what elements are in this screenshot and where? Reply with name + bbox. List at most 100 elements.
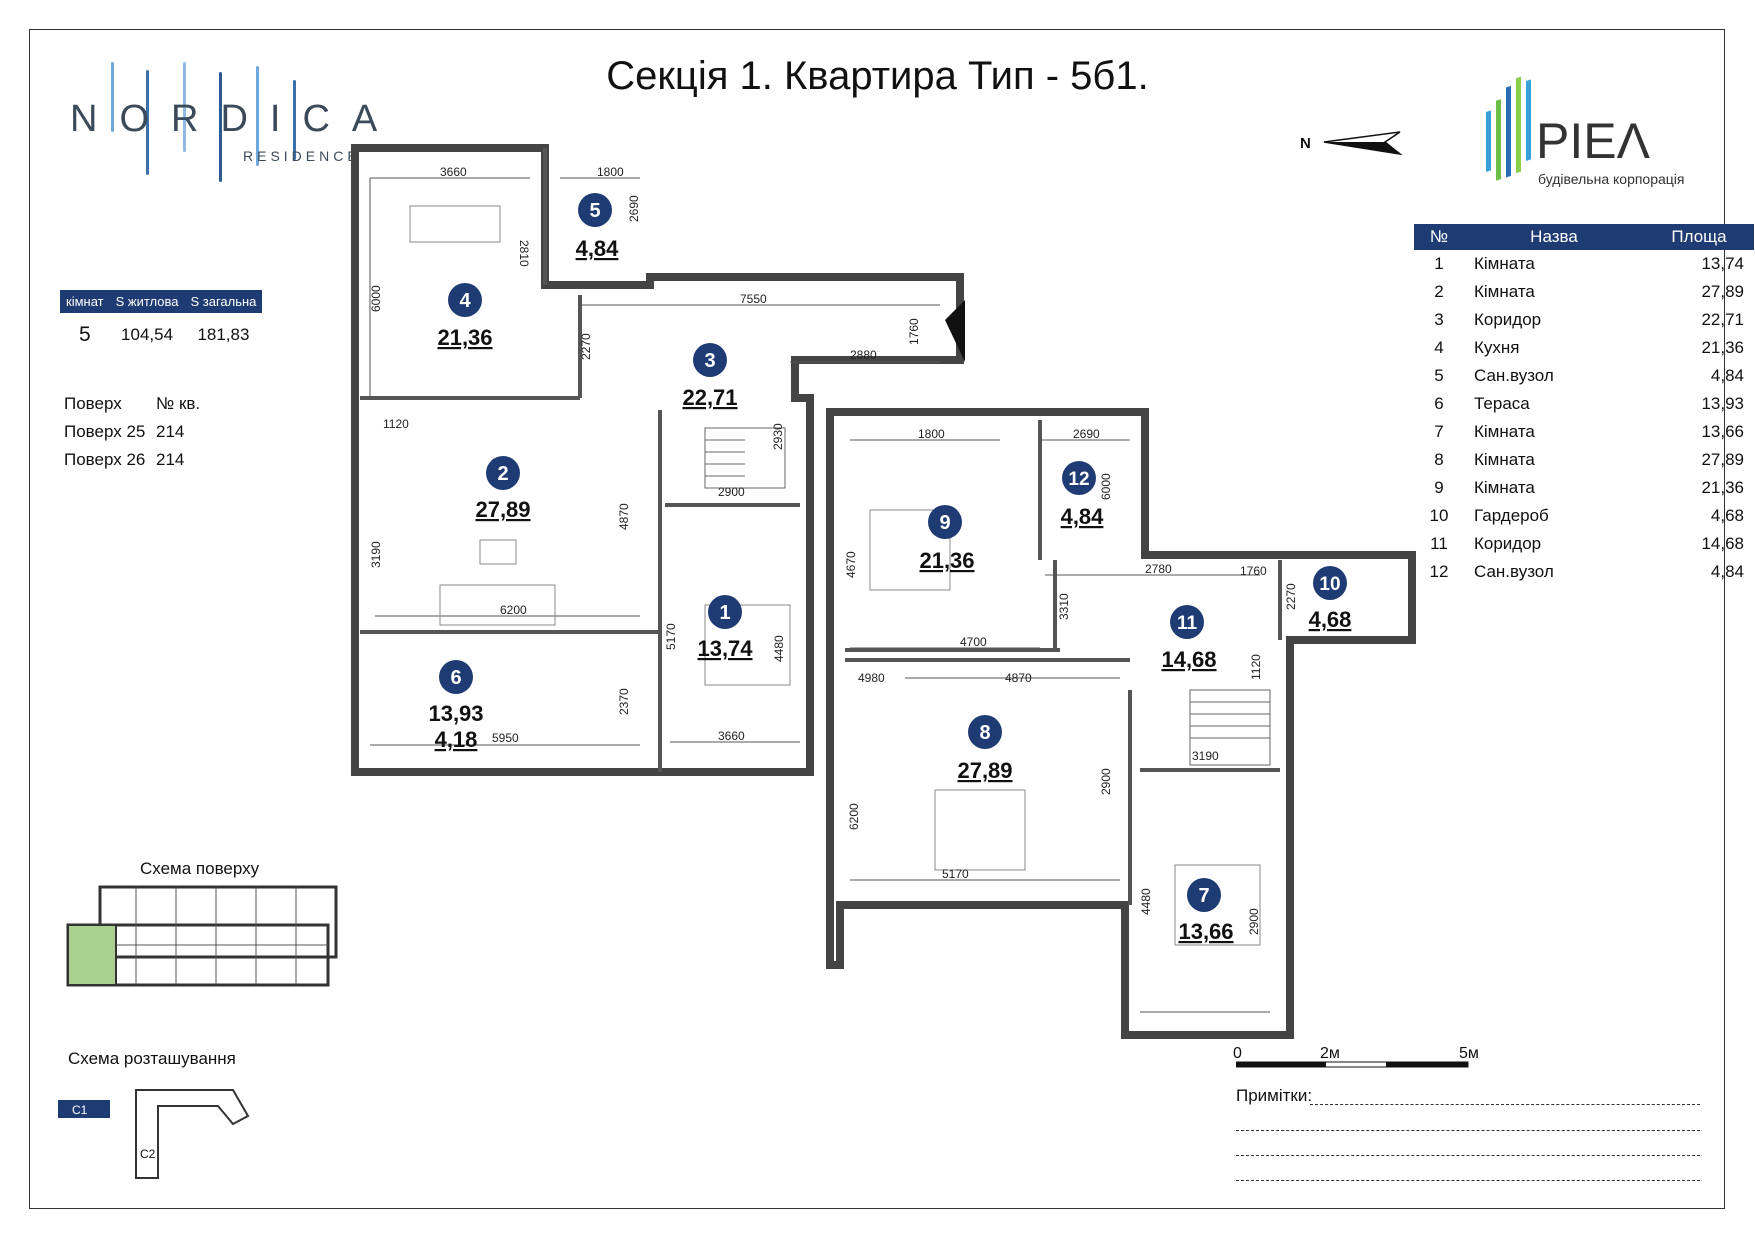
dimension-label: 2880 — [850, 348, 877, 362]
row-area: 4,68 — [1710, 506, 1744, 525]
row-number: 12 — [1429, 562, 1449, 581]
dimension-label: 2690 — [1073, 427, 1100, 441]
room-number-badge — [708, 595, 742, 629]
dimension-label: 1800 — [918, 427, 945, 441]
dimension-label: 3310 — [1057, 593, 1071, 620]
row-name: Кухня — [1474, 338, 1520, 357]
row-area: 4,84 — [1710, 366, 1744, 385]
room-area: 4,84 — [1061, 504, 1105, 529]
dimension-label: 4480 — [772, 635, 786, 662]
dimension-label: 6000 — [369, 285, 383, 312]
row-name: Кімната — [1474, 450, 1535, 469]
dimension-label: 4480 — [1139, 888, 1153, 915]
summary-total-area-value: 181,83 — [197, 325, 250, 344]
floor-label: Поверх 25 — [64, 422, 146, 441]
row-name: Гардероб — [1474, 506, 1549, 525]
dimension-label: 2270 — [579, 333, 593, 360]
summary-header-total-area: S загальна — [184, 290, 263, 313]
floor-scheme-map — [66, 885, 338, 987]
room-5: 5 4,84 — [576, 193, 619, 261]
room-area: 22,71 — [682, 385, 737, 410]
dimension-label: 6000 — [1099, 473, 1113, 500]
row-number: 3 — [1434, 310, 1444, 329]
row-name: Коридор — [1474, 310, 1542, 329]
location-scheme-label: Схема розташування — [68, 1049, 236, 1068]
summary-living-area-value: 104,54 — [121, 325, 174, 344]
dimension-label: 1760 — [907, 318, 921, 345]
row-name: Тераса — [1474, 394, 1530, 413]
row-area: 21,36 — [1701, 478, 1744, 497]
dimension-label: 3190 — [369, 541, 383, 568]
dimension-label: 1800 — [597, 165, 624, 179]
dimension-label: 6200 — [847, 803, 861, 830]
location-tag: С1 — [72, 1103, 88, 1117]
plan-inner-walls — [360, 148, 1282, 905]
row-name: Коридор — [1474, 534, 1542, 553]
row-name: Сан.вузол — [1474, 562, 1554, 581]
row-number: 11 — [1430, 534, 1448, 553]
dimension-label: 2780 — [1145, 562, 1172, 576]
room-area: 27,89 — [957, 758, 1012, 783]
floor-apt-number: 214 — [156, 450, 185, 469]
room-area: 4,68 — [1309, 607, 1352, 632]
room-number: 12 — [1068, 469, 1089, 490]
room-number: 11 — [1177, 613, 1198, 634]
row-area: 21,36 — [1701, 338, 1744, 357]
page-frame — [29, 29, 1725, 1209]
summary-table: кімнат S житлова S загальна 5 104,54 181… — [60, 290, 263, 357]
north-arrow: N — [1300, 131, 1403, 156]
floor-label: Поверх 26 — [64, 450, 146, 469]
room-number-badge — [968, 715, 1002, 749]
table-row: 3 Коридор 22,71 — [1414, 306, 1754, 334]
room-number: 2 — [497, 463, 508, 485]
notes-line — [1236, 1180, 1700, 1181]
scale-label: 5м — [1459, 1045, 1479, 1062]
room-number-badge — [486, 456, 520, 490]
dimension-label: 6200 — [500, 603, 527, 617]
row-number: 2 — [1434, 282, 1444, 301]
room-8: 8 27,89 — [957, 715, 1013, 783]
dimension-label: 3660 — [440, 165, 467, 179]
area-header-name: Назва — [1464, 224, 1644, 250]
row-area: 13,74 — [1701, 254, 1744, 273]
row-number: 6 — [1434, 394, 1444, 413]
room-11: 11 14,68 — [1161, 605, 1217, 672]
company-logo-mark — [1486, 76, 1531, 181]
dimension-label: 4670 — [844, 551, 858, 578]
page-title: Секція 1. Квартира Тип - 5б1. — [606, 54, 1149, 98]
row-number: 8 — [1434, 450, 1444, 469]
room-9: 9 21,36 — [919, 505, 975, 573]
dimension-label: 3660 — [718, 729, 745, 743]
notes-label: Примітки: — [1236, 1086, 1313, 1105]
row-area: 14,68 — [1701, 534, 1744, 553]
row-number: 1 — [1434, 254, 1444, 273]
notes-line — [1236, 1130, 1700, 1131]
brand-subtitle: RESIDENCE — [243, 148, 361, 164]
dimension-label: 2690 — [627, 195, 641, 222]
summary-rooms-value: 5 — [78, 323, 91, 346]
room-number: 3 — [704, 350, 715, 372]
room-number: 4 — [459, 290, 471, 312]
room-number: 9 — [939, 512, 950, 534]
room-number-badge — [693, 343, 727, 377]
entrance-marker — [945, 300, 965, 362]
plan-stairs — [704, 427, 1271, 766]
room-number-badge — [1062, 461, 1096, 495]
dimension-label: 2900 — [1099, 768, 1113, 795]
row-area: 22,71 — [1701, 310, 1744, 329]
scale-label: 2м — [1320, 1045, 1340, 1062]
row-name: Кімната — [1474, 478, 1535, 497]
room-number: 5 — [589, 200, 600, 222]
room-area-secondary: 4,18 — [435, 727, 478, 752]
dimension-label: 4700 — [960, 635, 987, 649]
room-number: 7 — [1198, 885, 1209, 907]
company-logo: PIEΛ будівельна корпорація — [1486, 76, 1685, 187]
dimension-label: 2900 — [718, 485, 745, 499]
